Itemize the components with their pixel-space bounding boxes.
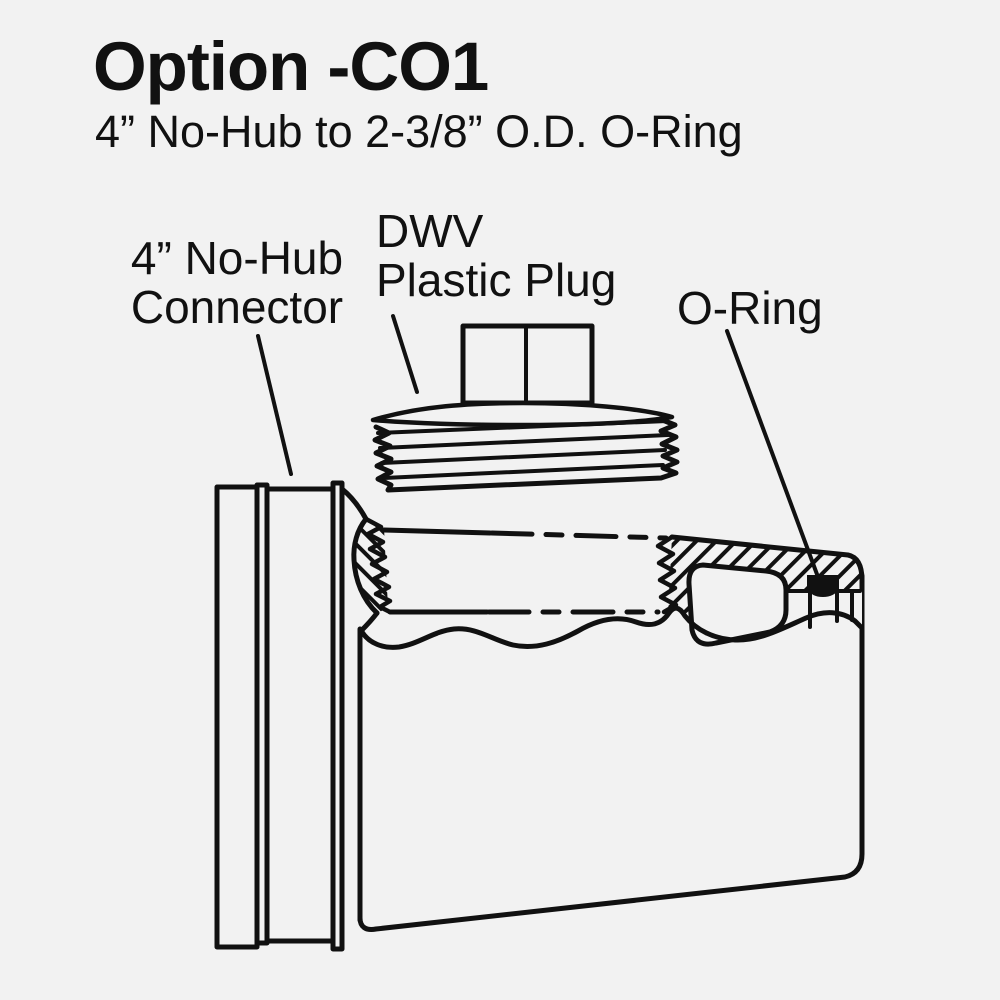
callout-no-hub-connector-line1: 4” No-Hub: [130, 232, 344, 284]
left-thread-section-outline: [351, 516, 380, 616]
wedge-hook-curve: [358, 610, 380, 634]
callout-dwv-plastic-plug: DWV Plastic Plug: [376, 207, 616, 305]
callout-dwv-plastic-plug-line1: DWV: [376, 205, 484, 257]
plug-thread-crest-1: [376, 419, 669, 435]
bore-top-centerline: [489, 530, 669, 541]
funnel-outer-curve: [339, 486, 369, 522]
right-section-top-edge: [669, 534, 865, 583]
plug-thread-crest-4: [382, 463, 665, 480]
left-thread-zigzag: [363, 516, 393, 615]
o-ring-blob: [807, 575, 839, 597]
plug-thread-crest-3: [380, 448, 667, 465]
connector-rib-band: [330, 480, 345, 952]
connector-outer-band: [214, 484, 260, 950]
fitting-body-drawing: [339, 486, 865, 932]
leader-line-plug: [391, 314, 419, 394]
break-wave-line: [359, 605, 864, 650]
plug-drawing: [370, 323, 680, 493]
leader-line-o-ring: [725, 329, 820, 579]
callout-dwv-plastic-plug-line2: Plastic Plug: [376, 254, 617, 306]
plug-flange: [370, 400, 675, 428]
no-hub-connector-drawing: [214, 480, 345, 952]
callout-o-ring: O-Ring: [677, 282, 823, 334]
leader-line-connector: [256, 334, 293, 476]
page-subtitle: 4” No-Hub to 2-3/8” O.D. O-Ring: [95, 106, 743, 157]
callout-no-hub-connector-line2: Connector: [130, 281, 344, 333]
page-title: Option -CO1: [93, 28, 489, 105]
connector-wide-band: [264, 486, 336, 944]
callout-no-hub-connector: 4” No-Hub Connector: [108, 234, 366, 332]
plug-thread-crest-2: [378, 433, 670, 450]
body-bottom-outline: [357, 573, 865, 932]
bore-top-line: [381, 527, 493, 536]
right-thread-zigzag: [655, 534, 679, 615]
